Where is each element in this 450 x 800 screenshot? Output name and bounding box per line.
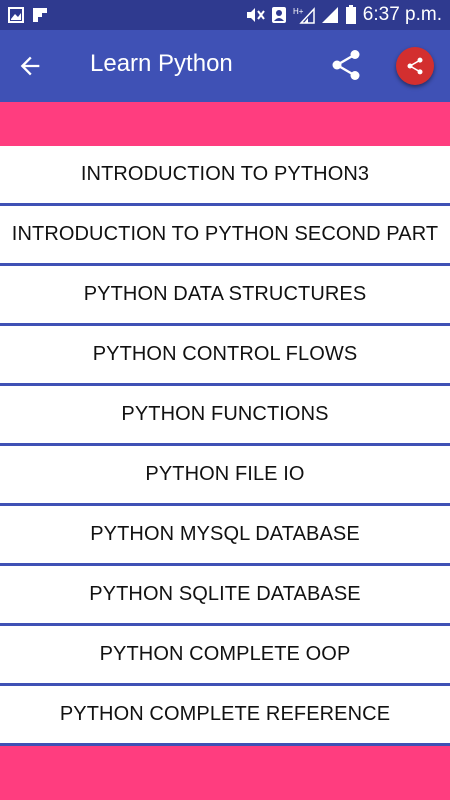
list-item-file-io[interactable]: PYTHON FILE IO [0, 446, 450, 506]
list-item-data-structures[interactable]: PYTHON DATA STRUCTURES [0, 266, 450, 326]
share-circle-icon [407, 57, 423, 75]
share-icon [332, 50, 360, 80]
list-item-functions[interactable]: PYTHON FUNCTIONS [0, 386, 450, 446]
list-item-control-flows[interactable]: PYTHON CONTROL FLOWS [0, 326, 450, 386]
page-title: Learn Python [90, 50, 233, 77]
back-button[interactable] [16, 52, 44, 80]
flipboard-notification-icon [33, 8, 47, 22]
list-item-complete-oop[interactable]: PYTHON COMPLETE OOP [0, 626, 450, 686]
header-band [0, 102, 450, 146]
battery-icon [345, 5, 356, 24]
contact-icon [271, 7, 286, 23]
status-bar: H+ 6:37 p.m. [0, 0, 450, 30]
share-button[interactable] [328, 47, 364, 83]
list-item-sqlite-database[interactable]: PYTHON SQLITE DATABASE [0, 566, 450, 626]
list-item-mysql-database[interactable]: PYTHON MYSQL DATABASE [0, 506, 450, 566]
arrow-back-icon [20, 56, 40, 76]
mute-icon [246, 8, 265, 22]
app-bar: Learn Python [0, 30, 450, 102]
footer-band [0, 746, 450, 800]
share-fab-button[interactable] [396, 47, 434, 85]
list-item-introduction-python3[interactable]: INTRODUCTION TO PYTHON3 [0, 146, 450, 206]
list-item-introduction-second-part[interactable]: INTRODUCTION TO PYTHON SECOND PART [0, 206, 450, 266]
gallery-notification-icon [8, 7, 24, 23]
svg-text:H+: H+ [293, 7, 304, 16]
signal-hplus-icon: H+ [293, 7, 315, 24]
list-item-complete-reference[interactable]: PYTHON COMPLETE REFERENCE [0, 686, 450, 746]
status-time: 6:37 p.m. [362, 4, 442, 25]
topic-list: INTRODUCTION TO PYTHON3 INTRODUCTION TO … [0, 146, 450, 746]
signal-icon [321, 7, 338, 23]
